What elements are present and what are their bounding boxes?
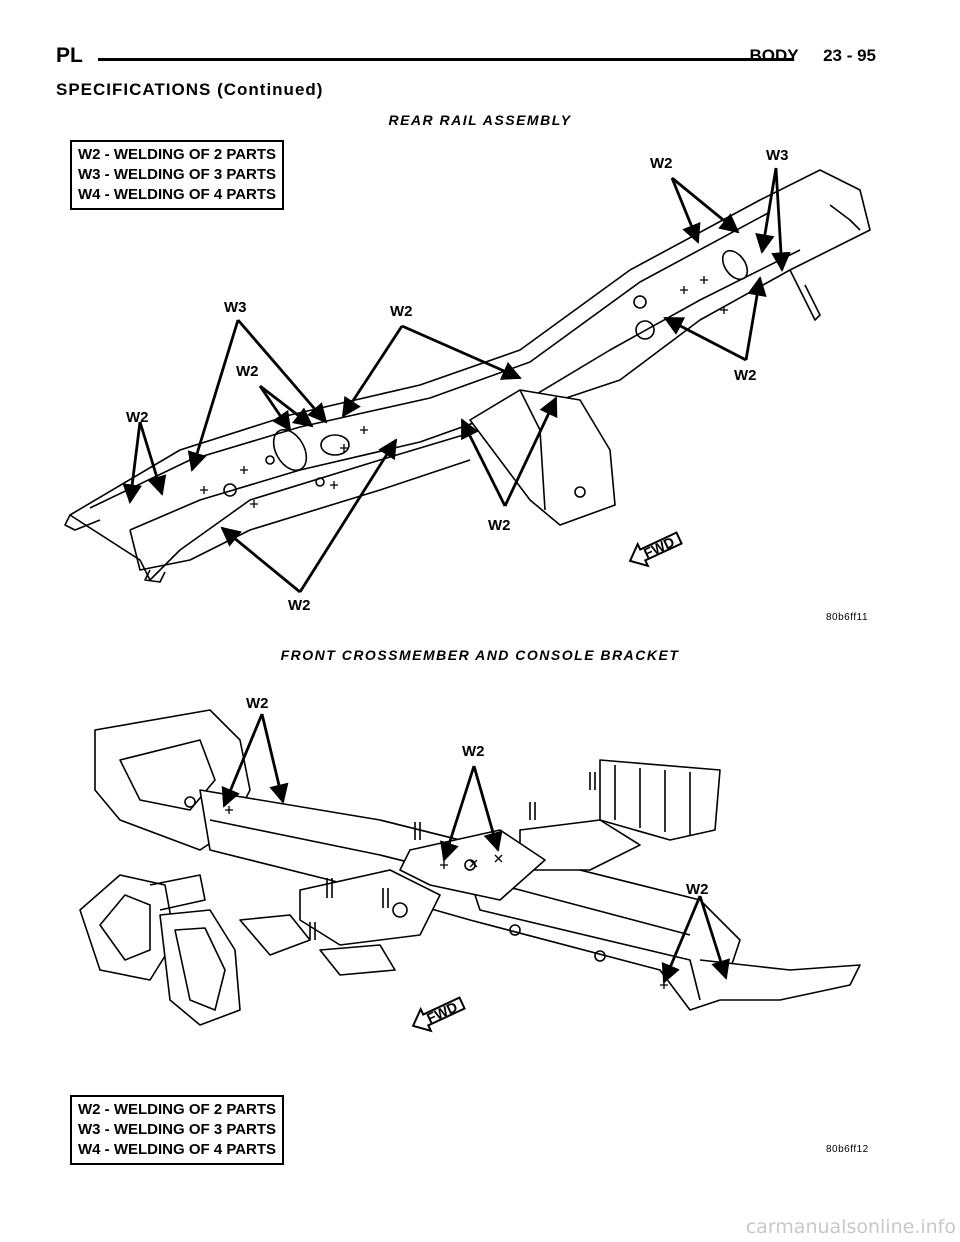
legend-item-w4: W4 - WELDING OF 4 PARTS [78,1141,277,1158]
header-manual-code: PL [56,44,83,67]
fwd-label: FWD [641,533,677,561]
callout-w2: W2 [686,881,709,898]
crossmember-drawing [79,709,861,1026]
weld-legend-bottom: W2 - WELDING OF 2 PARTS W3 - WELDING OF … [70,1095,285,1165]
figure-id-front-crossmember: 80b6ff12 [826,1144,869,1155]
header-rule [98,58,794,61]
callout-w2: W2 [488,517,511,534]
callout-w2: W2 [462,743,485,760]
callout-leaders-fig2 [221,713,731,984]
callout-w3: W3 [224,299,247,316]
fwd-arrow-icon: FWD [628,531,683,568]
weld-marks-fig2 [225,806,668,989]
callout-w2: W2 [650,155,673,172]
callout-w2: W2 [288,597,311,614]
rear-rail-diagram: W2 W3 W2 W3 W2 W2 W2 W2 W2 FWD [64,147,871,614]
fwd-arrow-icon: FWD [411,996,466,1033]
figure-id-rear-rail: 80b6ff11 [826,612,869,623]
section-title: SPECIFICATIONS (Continued) [56,80,324,99]
legend-item-w2: W2 - WELDING OF 2 PARTS [78,1101,277,1118]
page-header: PL BODY 23 - 95 [56,44,876,74]
callout-w2: W2 [390,303,413,320]
header-page-number: 23 - 95 [823,46,876,65]
callout-w2: W2 [236,363,259,380]
legend-item-w3: W3 - WELDING OF 3 PARTS [78,1121,277,1138]
callout-w2: W2 [734,367,757,384]
figure-caption-rear-rail: REAR RAIL ASSEMBLY [388,112,572,128]
header-right: BODY 23 - 95 [730,46,876,66]
header-section: BODY [749,46,799,65]
weld-legend-top: W2 - WELDING OF 2 PARTS W3 - WELDING OF … [70,140,285,210]
callout-w2: W2 [246,695,269,712]
callout-w2: W2 [126,409,149,426]
legend-item-w2: W2 - WELDING OF 2 PARTS [78,146,277,163]
legend-item-w4: W4 - WELDING OF 4 PARTS [78,186,277,203]
legend-item-w3: W3 - WELDING OF 3 PARTS [78,166,277,183]
fwd-label: FWD [424,998,460,1026]
callout-w3: W3 [766,147,789,164]
watermark: carmanualsonline.info [745,1216,956,1238]
figure-caption-front-crossmember: FRONT CROSSMEMBER AND CONSOLE BRACKET [280,647,680,663]
front-crossmember-diagram: W2 W2 W2 FWD [79,695,861,1033]
callout-leaders-fig1 [122,167,791,594]
